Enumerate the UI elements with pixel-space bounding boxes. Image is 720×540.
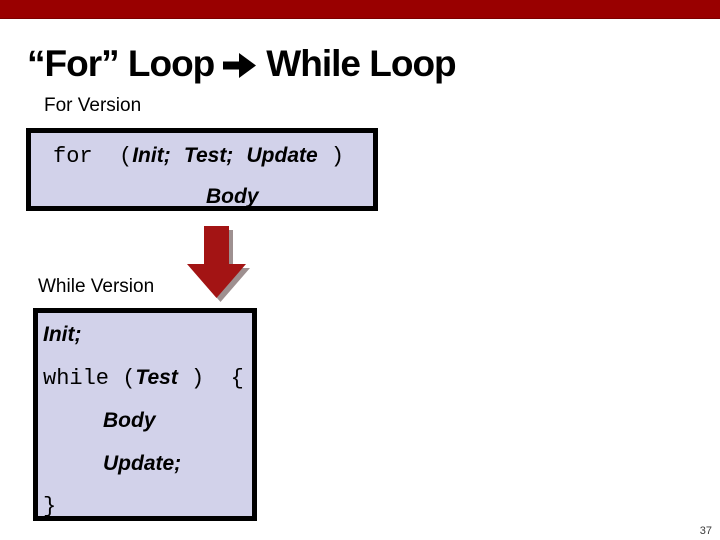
- init-placeholder: Init;: [43, 323, 82, 346]
- for-statement-line: for (Init; Test; Update ): [53, 136, 373, 177]
- title-text-right: While Loop: [266, 43, 456, 84]
- top-accent-bar: [0, 0, 720, 19]
- down-arrow-icon: [186, 226, 254, 306]
- for-version-label: For Version: [44, 95, 142, 116]
- while-update-line: Update;: [43, 443, 252, 486]
- init-placeholder: Init;: [132, 144, 171, 167]
- body-placeholder: Body: [103, 409, 156, 432]
- while-keyword: while (: [43, 366, 136, 391]
- while-body-line: Body: [43, 400, 252, 443]
- while-statement-line: while (Test ) {: [43, 357, 252, 400]
- title-text-left: “For” Loop: [27, 43, 215, 84]
- for-close-paren: ): [317, 144, 345, 169]
- body-placeholder: Body: [206, 185, 259, 208]
- page-number: 37: [699, 525, 712, 537]
- while-close-paren-brace: ) {: [177, 366, 244, 391]
- while-code-box: Init; while (Test ) { Body Update; }: [33, 308, 257, 521]
- page-title: “For” Loop While Loop: [27, 42, 457, 86]
- for-code-box: for (Init; Test; Update ) Body: [26, 128, 378, 211]
- test-placeholder: Test;: [183, 144, 234, 167]
- while-closing-brace-line: }: [43, 486, 252, 528]
- test-placeholder: Test: [135, 366, 178, 389]
- while-version-label: While Version: [38, 276, 155, 297]
- for-keyword: for (: [53, 144, 133, 169]
- update-placeholder: Update;: [103, 452, 182, 475]
- for-body-line: Body: [53, 177, 373, 218]
- while-init-line: Init;: [43, 314, 252, 357]
- closing-brace: }: [43, 494, 57, 519]
- update-placeholder: Update: [246, 144, 318, 167]
- right-arrow-icon: [223, 52, 257, 78]
